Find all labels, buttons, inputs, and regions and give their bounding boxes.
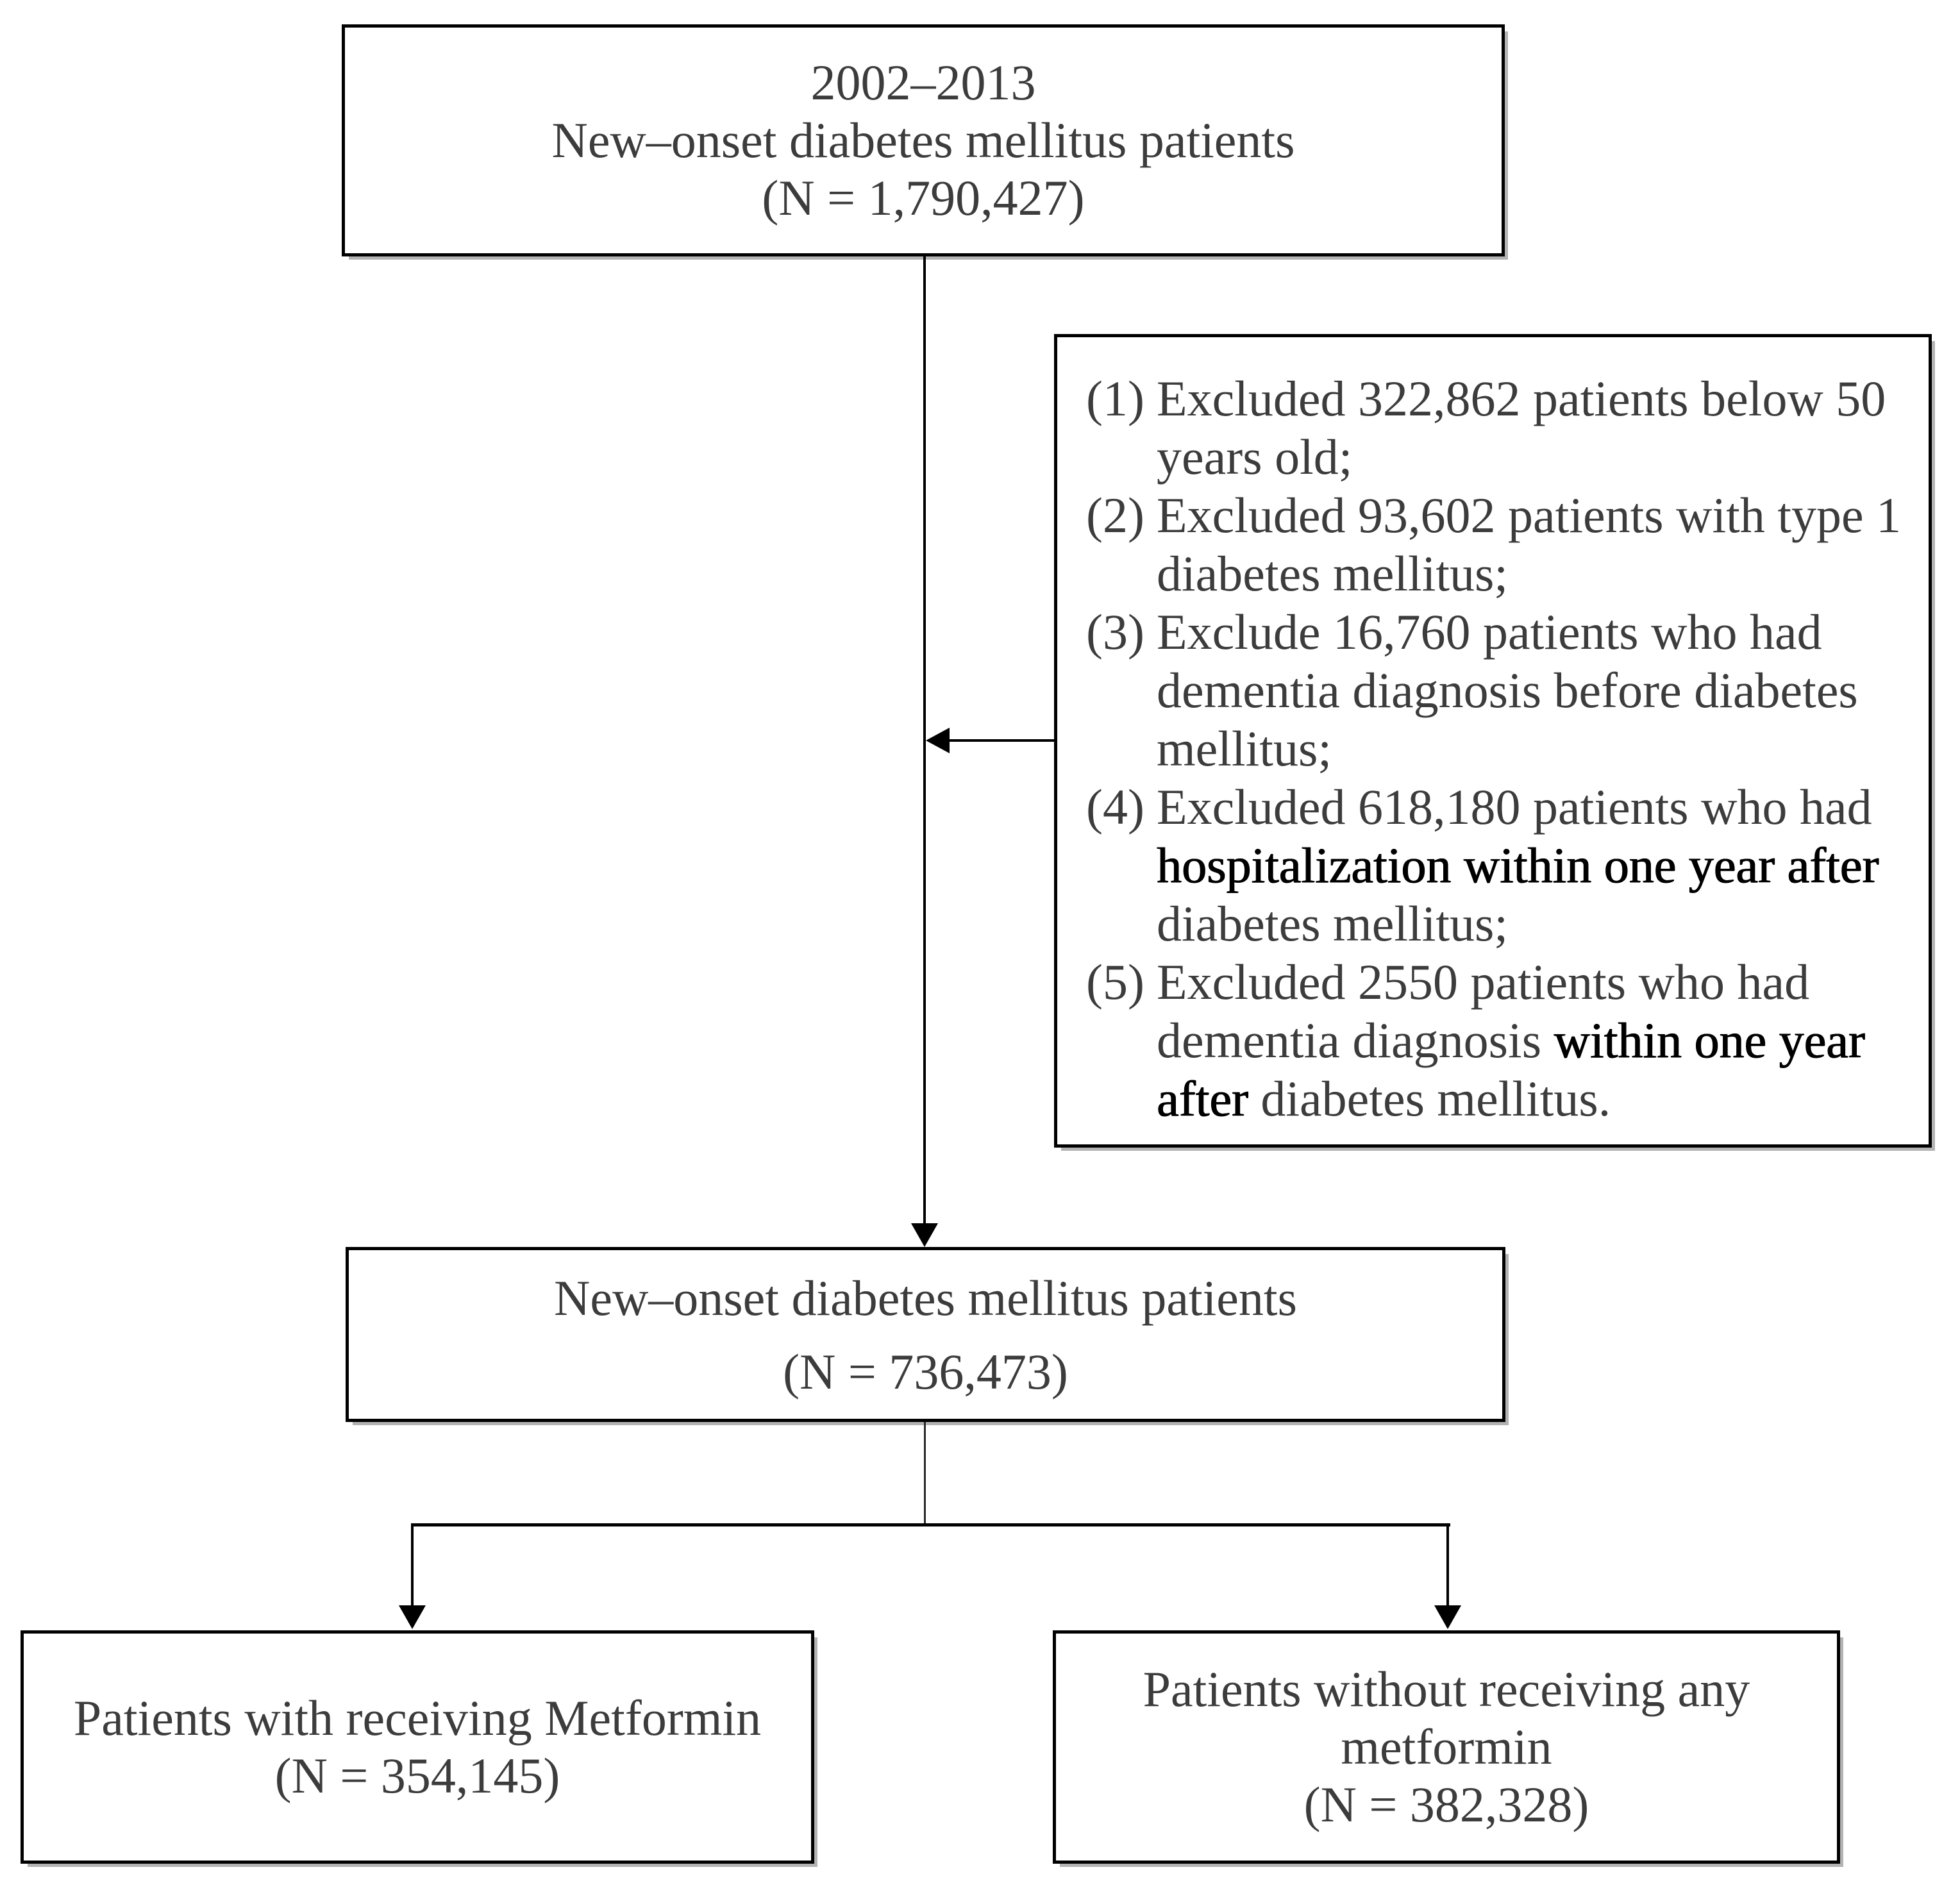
exclusion-item-3: (3)Exclude 16,760 patients who had demen… [1086,603,1911,778]
exclusion-item-number: (1) [1086,371,1144,426]
exclusion-item-number: (2) [1086,487,1144,543]
exclusion-item-text: Excluded 618,180 patients who had [1157,779,1872,835]
arrow-left-icon [926,728,950,753]
exclusion-item-number: (5) [1086,954,1144,1010]
exclusion-item-text: Excluded 322,862 patients below 50 years… [1157,371,1886,485]
group-box-metformin: Patients with receiving Metformin (N = 3… [21,1630,814,1864]
group-box-no-metformin: Patients without receiving any metformin… [1053,1630,1840,1864]
arrow-down-icon [1434,1605,1461,1629]
arrow-down-icon [399,1605,426,1629]
no-metformin-group-title-line2: metformin [1341,1719,1552,1775]
arrow-down-icon [911,1223,938,1247]
connector-split-horizontal [411,1523,1450,1526]
exclusion-item-number: (3) [1086,604,1144,660]
metformin-group-title: Patients with receiving Metformin [73,1690,762,1746]
connector-drop-left [411,1523,414,1607]
connector-top-to-middle [923,256,926,1225]
exclusion-item-4: (4)Excluded 618,180 patients who had hos… [1086,778,1911,953]
cohort-title: New–onset diabetes mellitus patients [551,112,1295,168]
exclusion-item-text: Excluded 2550 patients who had dementia … [1157,954,1810,1068]
exclusion-item-text-end: diabetes mellitus. [1248,1071,1611,1126]
no-metformin-group-count: (N = 382,328) [1303,1777,1589,1832]
connector-drop-right [1446,1523,1449,1607]
exclusion-item-emphasis: within one year after [1157,1012,1865,1126]
cohort-years: 2002–2013 [810,54,1036,110]
exclusion-item-2: (2)Excluded 93,602 patients with type 1 … [1086,486,1911,603]
exclusion-item-5: (5)Excluded 2550 patients who had dement… [1086,953,1911,1128]
metformin-group-count: (N = 354,145) [274,1748,560,1803]
cohort-box-filtered: New–onset diabetes mellitus patients (N … [346,1247,1505,1422]
exclusion-item-emphasis: hospitalization within one year after [1157,837,1879,893]
exclusion-item-text: Exclude 16,760 patients who had dementia… [1157,604,1858,776]
exclusion-criteria-box: (1)Excluded 322,862 patients below 50 ye… [1054,334,1932,1148]
exclusion-item-text-end: diabetes mellitus; [1157,896,1509,951]
cohort-box-initial: 2002–2013 New–onset diabetes mellitus pa… [342,24,1505,256]
cohort-count: (N = 1,790,427) [762,170,1085,226]
connector-middle-to-split [924,1422,926,1525]
connector-exclusion [948,739,1057,742]
exclusion-item-number: (4) [1086,779,1144,835]
filtered-title: New–onset diabetes mellitus patients [554,1269,1297,1326]
exclusion-item-1: (1)Excluded 322,862 patients below 50 ye… [1086,369,1911,486]
no-metformin-group-title-line1: Patients without receiving any [1143,1661,1750,1717]
exclusion-item-text: Excluded 93,602 patients with type 1 dia… [1157,487,1902,601]
filtered-count: (N = 736,473) [783,1343,1068,1400]
